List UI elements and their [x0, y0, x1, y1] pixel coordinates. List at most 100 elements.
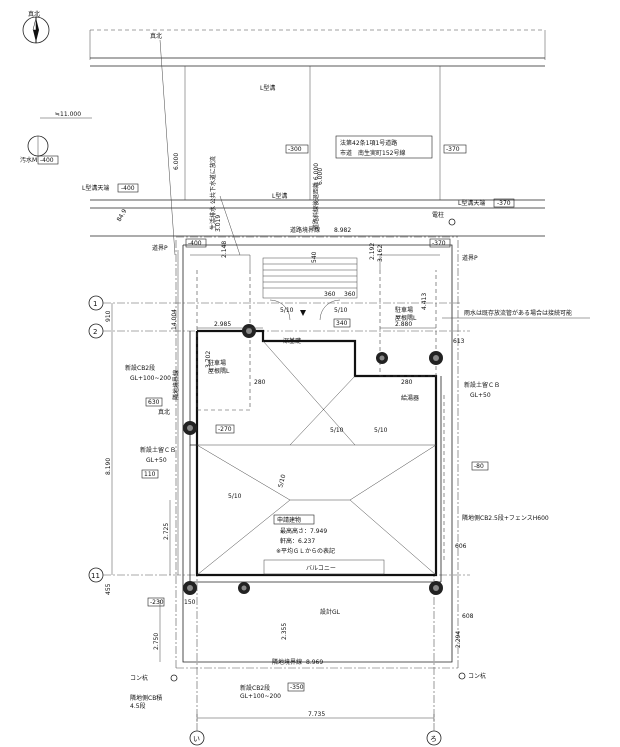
new-cb2-left: 新設CB2段: [125, 364, 155, 372]
pile-right: コン杭: [468, 672, 486, 680]
slope-a: 5/10: [330, 427, 344, 434]
road-edge-dim: 8.982: [334, 227, 351, 234]
dim-2192: 2.192: [369, 243, 376, 260]
eave-height: 軒高：6.237: [280, 537, 315, 545]
pile-left-icon: [170, 674, 178, 682]
slope-b: 5/10: [374, 427, 388, 434]
dim-360b: 360: [344, 291, 356, 298]
new-cb-left: 新設土留ＣＢ: [140, 446, 176, 454]
meter-label: 給湯器: [401, 394, 419, 402]
dim-280: 280: [254, 379, 266, 386]
rain-note: 雨水は既存放流管がある場合は接続可能: [464, 309, 572, 317]
dim-left-2750: 2.750: [153, 633, 160, 650]
dim-2880: 2.880: [395, 321, 412, 328]
boundary-p-left: 道界P: [152, 244, 168, 252]
road-label-2: 市道 南生実町152号線: [340, 149, 405, 157]
building-title: 申請建物: [277, 516, 301, 524]
gl-right: GL+50: [470, 392, 491, 399]
slope-d: 5/10: [277, 474, 287, 489]
neighbor-fence: 隣地側CB2.5段+フェンスH600: [462, 514, 549, 522]
dim-270: -270: [218, 426, 232, 433]
dim-left-2725: 2.725: [163, 523, 170, 540]
dim-608: 608: [462, 613, 474, 620]
slope-c: 5/10: [228, 493, 242, 500]
setback-2355: 2.355: [281, 623, 288, 640]
dim-left-top: ≒11.000: [55, 111, 81, 118]
dim-606: 606: [455, 543, 467, 550]
dim-3702: 3.702: [205, 351, 212, 368]
max-height: 最高高さ：7.949: [280, 527, 327, 535]
dim-150: 150: [184, 599, 196, 606]
utility-pole-icon: [448, 218, 456, 226]
balcony-label: バルコニー: [306, 565, 336, 572]
dim-3162: 3.162: [377, 245, 384, 262]
level-boundary-right: -370: [432, 240, 446, 247]
dim-80: -80: [474, 463, 484, 470]
level-top-left: -300: [288, 146, 302, 153]
level-right: -370: [497, 200, 511, 207]
dim-230: -230: [150, 599, 164, 606]
entry-stairs: [262, 257, 358, 321]
l-gutter-cover-right: L型溝天端: [458, 199, 485, 207]
grid-row-11: 11: [91, 572, 100, 580]
l-gutter-cover-left: L型溝天端: [82, 184, 109, 192]
road-edge-label: 道路境界線: [290, 226, 320, 234]
manhole-label: 汚水M: [20, 156, 37, 164]
dim-540: 540: [311, 251, 318, 263]
design-gl: 設計GL: [320, 608, 341, 616]
grid-row-2: 2: [93, 328, 97, 336]
true-north-label-2: 真北: [150, 32, 162, 40]
bottom-edge-dim: 8.969: [306, 659, 323, 666]
l-gutter-label-2: L型溝: [272, 192, 287, 200]
gl-note: ※平均ＧＬからの表記: [276, 547, 335, 555]
parking-right-label: 駐車場屋根隅L: [395, 306, 417, 322]
level-left: -400: [121, 185, 135, 192]
dim-left-910: 910: [105, 310, 112, 322]
true-north-label-3: 真北: [158, 408, 170, 416]
post-markers: [183, 324, 443, 595]
neighbor-boundary-bottom: 隣地境界線: [272, 658, 302, 666]
l-gutter-label-1: L型溝: [260, 84, 275, 92]
dim-left-455: 455: [105, 583, 112, 595]
pile-right-icon: [458, 672, 466, 680]
level-boundary-left: -400: [188, 240, 202, 247]
road-width-dim-2: 6.000: [317, 168, 324, 185]
road-setback-note: 道路斜線後退距離 6.000: [312, 163, 320, 230]
dim-2148: 2.148: [221, 241, 228, 258]
dim-2985: 2.985: [214, 321, 231, 328]
dim-360: 360: [324, 291, 336, 298]
gl-left: GL+100~200: [130, 375, 171, 382]
dim-4413: 4.413: [421, 293, 428, 310]
pile-left: コン杭: [130, 674, 148, 682]
dim-340: 340: [336, 320, 348, 327]
true-north-label: 真北: [28, 10, 40, 18]
dim-3019: 3.019: [215, 215, 222, 232]
angle-label: 84.9: [116, 208, 129, 223]
grid-col-b: ろ: [430, 735, 437, 743]
parking-left-label: 駐車場屋根隅L: [208, 359, 230, 375]
road-area: [89, 29, 546, 256]
neighbor-boundary-left: 隣地境界線: [172, 370, 180, 400]
slope-f: 5/10: [334, 307, 348, 314]
dim-630: 630: [148, 399, 160, 406]
grid-row-1: 1: [93, 300, 97, 308]
dim-left-total: 8.190: [105, 458, 112, 475]
bottom-total-dim: 7.735: [308, 711, 325, 718]
slope-e: 5/10: [280, 307, 294, 314]
dim-613: 613: [453, 338, 465, 345]
north-arrow: 真北: [22, 10, 50, 44]
gl-left-2: GL+50: [146, 457, 167, 464]
dim-350: -350: [290, 684, 304, 691]
dim-110: 110: [144, 471, 156, 478]
site-boundary: [175, 236, 459, 669]
sewer-note: 生活排水 公共下水道に放流: [209, 156, 217, 230]
new-cb-right: 新設土留ＣＢ: [464, 381, 500, 389]
manhole-level: -400: [40, 157, 54, 164]
level-top-right: -370: [446, 146, 460, 153]
utility-pole-label: 電柱: [432, 211, 444, 219]
building-outline: [189, 329, 442, 583]
